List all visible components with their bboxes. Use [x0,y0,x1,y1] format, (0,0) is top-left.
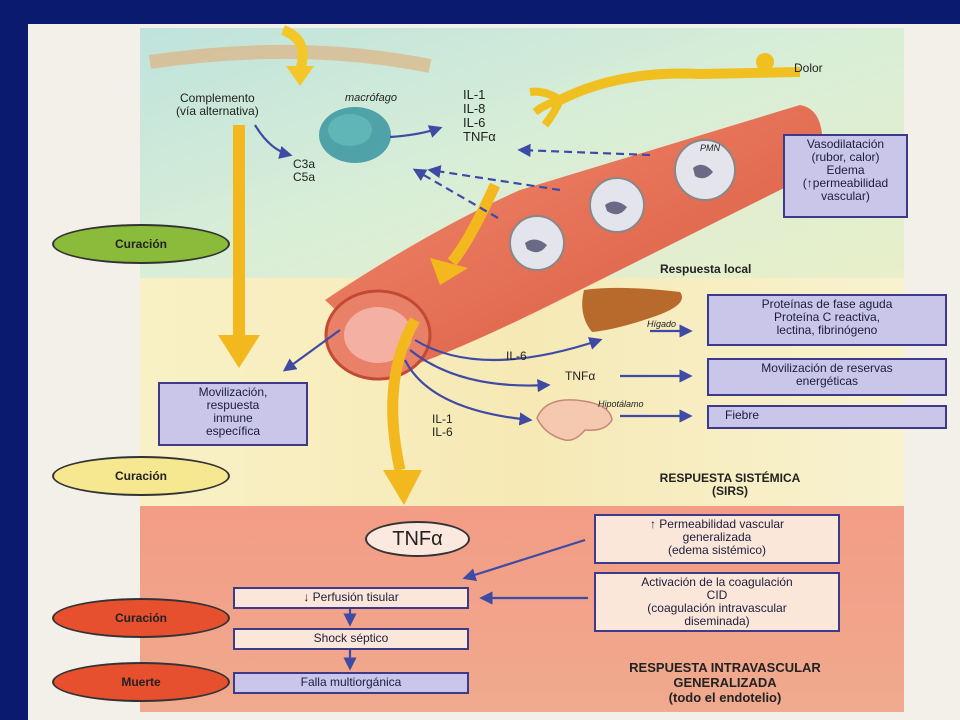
shock-box: Shock séptico [233,628,469,650]
hipotalamo-label: Hipotálamo [598,399,644,409]
curacion-1-ellipse: Curación [52,224,230,264]
liver [582,287,682,332]
perfusion-box: ↓ Perfusión tisular [233,587,469,609]
muerte-ellipse: Muerte [52,662,230,702]
dolor-label: Dolor [794,61,823,75]
macrofago-label: macrófago [345,92,397,104]
higado-label: Hígado [647,319,677,329]
falla-box: Falla multiorgánica [233,672,469,694]
nerve [557,67,801,105]
tnfa-systemic-label: TNFα [565,369,596,383]
skin-band [148,44,432,73]
complemento-label: Complemento(vía alternativa) [176,91,259,118]
incoming-arrow [280,25,308,72]
il6-label: IL-6 [506,349,527,363]
tnfa-ellipse: TNFα [365,521,470,557]
hypothalamus [536,399,613,442]
curacion-2-ellipse: Curación [52,456,230,496]
respuesta-local-title: Respuesta local [660,262,752,276]
yellow-arrows [218,125,501,505]
respuesta-sistemica-title: RESPUESTA SISTÉMICA(SIRS) [659,471,801,498]
blue-arrows [254,124,693,671]
pmn-label: PMN [700,143,720,153]
curacion-3-ellipse: Curación [52,598,230,638]
vasodilatacion-box: Vasodilatación(rubor, calor)Edema(↑perme… [783,134,908,218]
fiebre-box: Fiebre [707,405,947,429]
